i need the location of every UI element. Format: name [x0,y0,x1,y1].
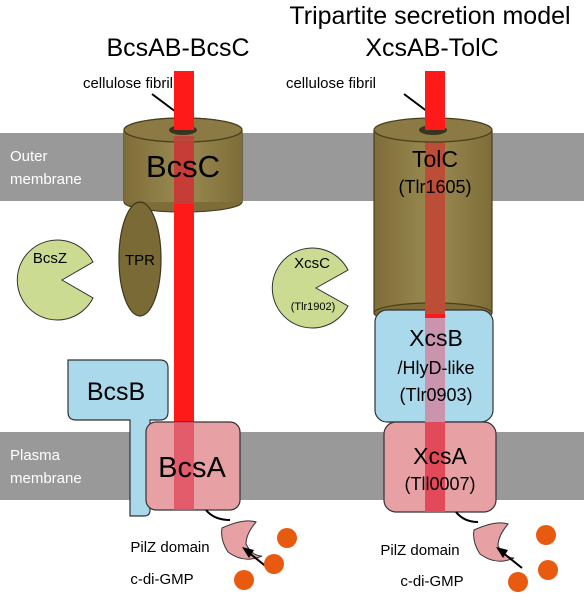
outer-membrane [0,133,584,201]
xcsc-label-2: (Tlr1902) [291,301,336,313]
right-arrowhead [496,547,508,558]
xcsb-label-1: XcsB [409,325,463,351]
left-cdigmp-dot-1 [277,528,297,548]
bcsz-shape [16,239,94,321]
right-pilz-domain [473,522,515,562]
xcsc-label-1: XcsC [294,255,330,272]
right-supertitle: Tripartite secretion model [289,2,570,30]
right-pilz-linker [455,511,479,523]
plasma-membrane-label-2: membrane [10,470,82,487]
xcsb-label-3: (Tlr0903) [399,385,472,405]
xcsa-label-1: XcsA [413,443,467,469]
bcsz-label: BcsZ [33,250,67,267]
right-cdigmp-dot-3 [508,572,528,592]
left-arrowhead [242,547,254,558]
left-cdigmp-label: c-di-GMP [130,571,193,588]
right-fibril-pointer [403,93,429,113]
right-cdigmp-dot-1 [536,525,556,545]
right-title: XcsAB-TolC [365,34,498,62]
right-cdigmp-label: c-di-GMP [400,573,463,590]
bcsc-label: BcsC [146,149,220,184]
right-pilz-label: PilZ domain [380,542,459,559]
xcsb-fibril-overlap [425,318,445,422]
left-fibril-label: cellulose fibril [83,75,173,92]
xcsb-label-2: /HlyD-like [397,358,474,378]
tolc-fibril-overlap [425,136,445,314]
left-cdigmp-dot-2 [264,554,284,574]
right-cdigmp-dot-2 [538,560,558,580]
right-fibril-label: cellulose fibril [286,75,376,92]
bcsa-fibril-overlap [174,422,194,510]
plasma-membrane-label-1: Plasma [10,447,61,464]
outer-membrane-label-2: membrane [10,171,82,188]
xcsc-shape [271,247,349,329]
outer-membrane-label-1: Outer [10,148,48,165]
right-arrow [501,551,523,569]
left-fibril-pointer [151,93,177,113]
left-pilz-label: PilZ domain [130,539,209,556]
tolc-label-1: TolC [412,146,458,172]
left-title: BcsAB-BcsC [106,34,249,62]
xcsa-label-2: (Tll0007) [404,474,475,494]
tpr-label: TPR [125,252,155,269]
left-pilz-domain [221,520,263,560]
left-cdigmp-dot-3 [234,570,254,590]
left-pilz-linker [205,509,231,521]
tolc-label-2: (Tlr1605) [398,177,471,197]
bcsb-label: BcsB [87,378,145,406]
bcsb-shape [67,359,169,517]
xcsa-fibril-overlap [425,422,445,512]
bcsa-label: BcsA [158,452,226,484]
tpr-domain [118,201,162,317]
